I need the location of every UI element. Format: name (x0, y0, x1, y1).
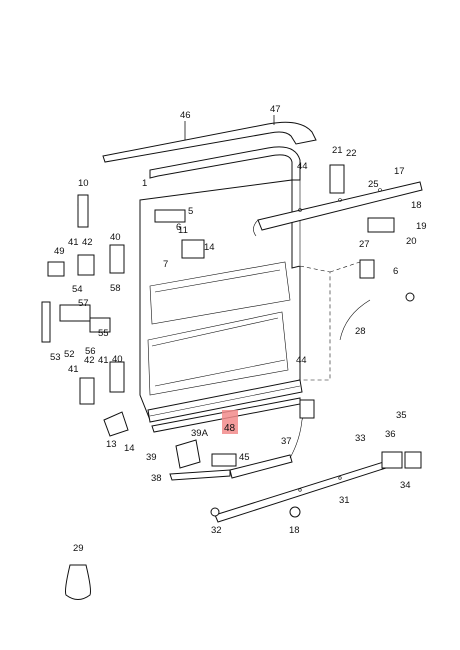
label-22: 22 (346, 148, 357, 159)
label-14b: 14 (124, 443, 135, 454)
label-39A: 39A (191, 428, 209, 439)
label-54: 54 (72, 284, 83, 295)
label-41c: 41 (68, 364, 79, 375)
label-17: 17 (394, 166, 405, 177)
label-57: 57 (78, 298, 89, 309)
label-36: 36 (385, 429, 396, 440)
label-42a: 42 (82, 237, 93, 248)
label-27: 27 (359, 239, 370, 250)
label-42b: 42 (84, 355, 95, 366)
label-56: 56 (85, 346, 96, 357)
door-panel (139, 179, 361, 421)
label-10: 10 (78, 178, 89, 189)
label-20: 20 (406, 236, 417, 247)
callouts: 46 47 1 10 5 6 11 14 49 42 40 41 7 58 54… (50, 104, 427, 554)
label-49: 49 (54, 246, 65, 257)
highlighted-part-48[interactable] (222, 410, 238, 434)
label-39: 39 (146, 452, 157, 463)
label-33: 33 (355, 433, 366, 444)
label-6b: 6 (393, 266, 398, 277)
label-44b: 44 (296, 355, 307, 366)
label-18b: 18 (289, 525, 300, 536)
highlight-label: 48 (224, 423, 236, 434)
label-53: 53 (50, 352, 61, 363)
label-52: 52 (64, 349, 75, 360)
label-19: 19 (416, 221, 427, 232)
label-11: 11 (178, 225, 188, 236)
label-7: 7 (163, 259, 168, 270)
label-28: 28 (355, 326, 366, 337)
hinge-parts (41, 164, 422, 600)
label-47: 47 (270, 104, 281, 115)
label-31: 31 (339, 495, 350, 506)
label-38: 38 (151, 473, 162, 484)
label-55: 55 (98, 328, 109, 339)
label-40a: 40 (110, 232, 121, 243)
label-41b: 41 (98, 355, 109, 366)
label-6a: 6 (176, 222, 181, 233)
wiring-harness (229, 399, 315, 479)
label-35: 35 (396, 410, 407, 421)
label-1: 1 (142, 178, 147, 189)
label-29: 29 (73, 543, 84, 554)
label-40b: 40 (112, 354, 123, 365)
label-44a: 44 (297, 161, 308, 172)
label-13: 13 (106, 439, 117, 450)
label-58: 58 (110, 283, 121, 294)
label-46: 46 (180, 110, 191, 121)
label-25: 25 (368, 179, 379, 190)
label-45: 45 (239, 452, 250, 463)
label-5: 5 (188, 206, 193, 217)
label-34: 34 (400, 480, 411, 491)
label-32: 32 (211, 525, 222, 536)
upper-guide-rail (253, 181, 423, 237)
label-21: 21 (332, 145, 343, 156)
label-41a: 41 (68, 237, 79, 248)
label-14a: 14 (204, 242, 215, 253)
label-37: 37 (281, 436, 292, 447)
label-18a: 18 (411, 200, 422, 211)
